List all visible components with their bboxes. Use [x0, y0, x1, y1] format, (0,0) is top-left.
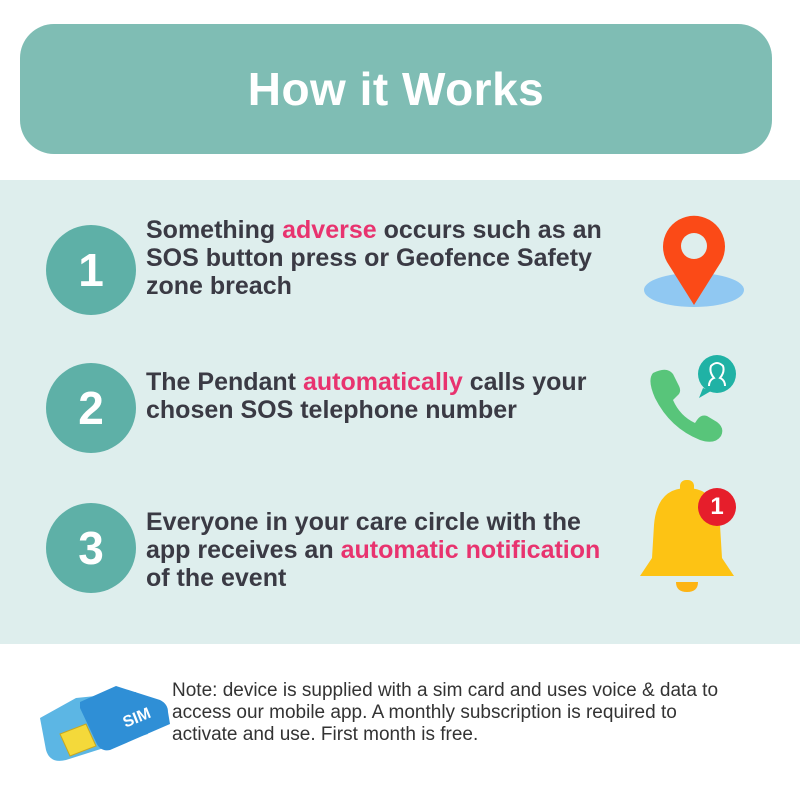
- step-number: 1: [46, 225, 136, 315]
- step-text: The Pendant automatically calls your cho…: [146, 368, 626, 424]
- text: of the event: [146, 564, 287, 592]
- step-number: 2: [46, 363, 136, 453]
- text: occurs such as an SOS button press or Ge…: [146, 216, 602, 300]
- note-text: Note: device is supplied with a sim card…: [172, 680, 719, 745]
- text: Something: [146, 216, 283, 244]
- step-number: 3: [46, 503, 136, 593]
- step-1: 1 Something adverse occurs such as an SO…: [0, 212, 800, 315]
- text: The Pendant: [146, 368, 303, 396]
- step-text: Something adverse occurs such as an SOS …: [146, 216, 626, 300]
- badge-count: 1: [710, 493, 724, 520]
- step-2: 2 The Pendant automatically calls your c…: [0, 355, 800, 458]
- header-banner: How it Works: [20, 24, 772, 154]
- text: calls your chosen SOS telephone number: [146, 368, 587, 424]
- sim-card-icon: SIM: [40, 686, 170, 761]
- steps-panel: 1 Something adverse occurs such as an SO…: [0, 180, 800, 644]
- notification-badge: 1: [698, 488, 736, 526]
- highlight-text: adverse: [282, 216, 377, 244]
- page-title: How it Works: [247, 63, 545, 115]
- step-3: 3 Everyone in your care circle with the …: [0, 480, 800, 598]
- highlight-text: automatically: [302, 368, 463, 396]
- location-pin-icon: [644, 215, 744, 307]
- highlight-text: automatic notification: [340, 536, 601, 564]
- step-text: Everyone in your care circle with the ap…: [146, 508, 626, 592]
- text: Everyone in your care circle with the ap…: [146, 508, 581, 564]
- phone-contact-icon: [650, 355, 736, 442]
